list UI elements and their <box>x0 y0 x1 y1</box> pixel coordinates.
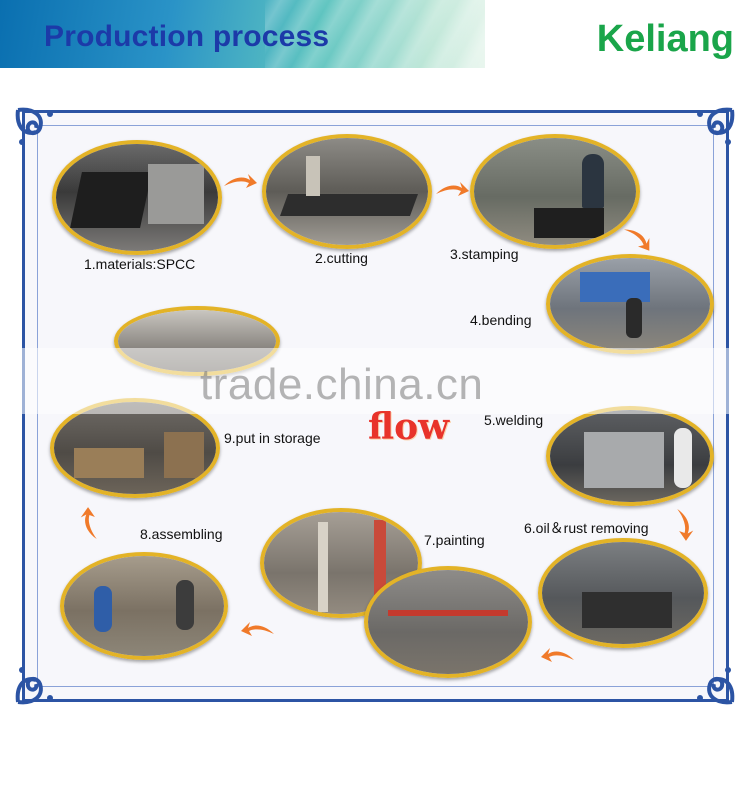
step-6-photo <box>538 538 708 648</box>
center-flow-word: flow <box>368 406 450 448</box>
corner-ornament-icon <box>14 652 68 706</box>
step-2-photo <box>262 134 432 249</box>
banner-title: Production process <box>44 20 330 53</box>
step-1-label: 1.materials:SPCC <box>84 256 196 272</box>
arrow-right-icon <box>434 178 470 202</box>
banner: Production process <box>0 0 485 68</box>
watermark-text: trade.china.cn <box>200 360 484 409</box>
step-3-label: 3.stamping <box>450 246 519 262</box>
corner-ornament-icon <box>14 106 68 160</box>
step-5-label: 5.welding <box>484 412 544 428</box>
brand-name: Keliang <box>596 18 734 60</box>
step-9-photo <box>50 398 220 498</box>
header: Production process Keliang <box>0 0 750 68</box>
arrow-right-icon <box>222 170 258 194</box>
step-4-label: 4.bending <box>470 312 532 328</box>
arrow-left-icon <box>540 644 576 668</box>
corner-ornament-icon <box>682 106 736 160</box>
step-6-label: 6.oil＆rust removing <box>524 520 649 536</box>
step-8-label: 8.assembling <box>140 526 223 542</box>
step-9-label: 9.put in storage <box>224 430 321 446</box>
step-7-photo-2 <box>364 566 532 678</box>
step-7-label: 7.painting <box>424 532 485 548</box>
step-3-photo <box>470 134 640 249</box>
watermark-band <box>0 348 750 414</box>
step-2-label: 2.cutting <box>315 250 368 266</box>
arrow-up-icon <box>75 504 105 544</box>
arrow-down-icon <box>669 504 699 544</box>
step-1-photo <box>52 140 222 255</box>
step-5-photo <box>546 406 714 506</box>
arrow-down-icon <box>617 217 659 259</box>
corner-ornament-icon <box>682 652 736 706</box>
arrow-left-icon <box>240 618 276 642</box>
step-8-photo <box>60 552 228 660</box>
step-4-photo <box>546 254 714 354</box>
